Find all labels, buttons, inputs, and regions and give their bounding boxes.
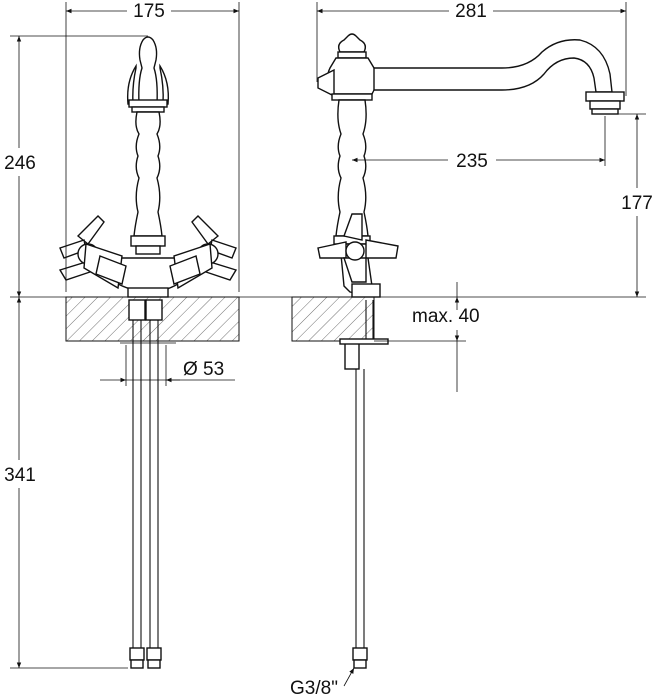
side-cross-handle — [317, 213, 399, 283]
front-faucet-body — [111, 36, 185, 298]
side-view: 281 235 177 max. 40 G — [290, 0, 658, 699]
side-spout-height-label: 177 — [621, 193, 653, 214]
front-hole-diameter-dimension: Ø 53 — [100, 345, 235, 386]
front-width-label: 175 — [133, 1, 165, 22]
side-spout-offset-label: 235 — [456, 151, 488, 172]
side-hose — [339, 300, 389, 669]
side-thread-label: G3/8" — [290, 678, 338, 699]
front-hose-label: 341 — [4, 465, 36, 486]
side-max-thickness-label: max. 40 — [412, 306, 480, 327]
side-reach-label: 281 — [455, 1, 487, 22]
side-spout — [373, 39, 625, 115]
front-left-cross-handle — [58, 215, 127, 290]
front-height-dimension: 246 — [0, 35, 300, 298]
front-height-label: 246 — [4, 153, 36, 174]
side-spout-offset-dimension: 235 — [352, 116, 606, 174]
front-view: 175 246 341 Ø 53 — [0, 0, 300, 669]
front-hose-dimension: 341 — [0, 297, 128, 669]
hole-diameter-label: Ø 53 — [183, 359, 224, 380]
front-width-dimension: 175 — [65, 0, 240, 292]
front-hoses — [120, 299, 176, 669]
side-spout-height-dimension: 177 — [374, 113, 658, 298]
side-counter-slab — [291, 296, 375, 342]
side-reach-dimension: 281 — [316, 0, 627, 96]
front-right-cross-handle — [169, 215, 238, 290]
side-max-thickness-dimension: max. 40 — [374, 282, 480, 392]
side-thread-callout: G3/8" — [290, 667, 355, 699]
